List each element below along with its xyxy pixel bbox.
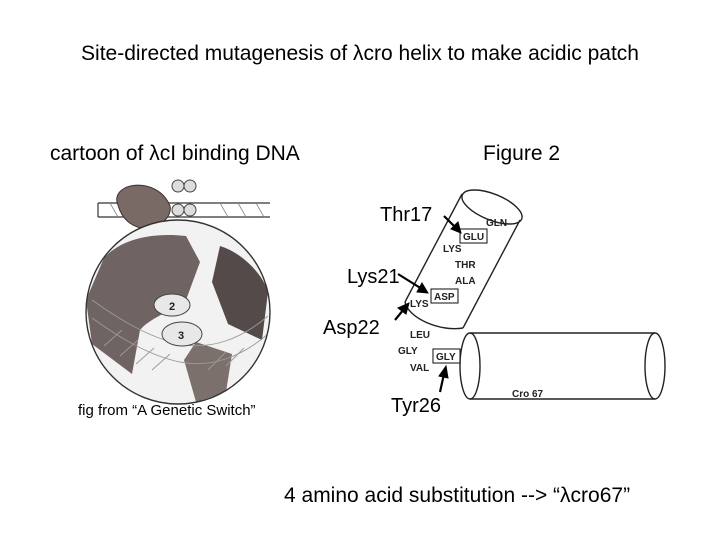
left-figure-caption: cartoon of λcI binding DNA — [50, 142, 300, 165]
callout-thr17: Thr17 — [380, 204, 433, 226]
second-helix-cylinder — [459, 332, 666, 400]
residue-gln: GLN — [486, 218, 507, 229]
residue-thr: THR — [455, 260, 476, 271]
residue-lys-b: LYS — [410, 299, 429, 310]
residue-val: VAL — [410, 363, 429, 374]
protein-label: Cro 67 — [512, 389, 544, 400]
callout-asp22: Asp22 — [323, 317, 380, 339]
residue-asp-box — [430, 288, 459, 304]
residue-glu-box — [459, 228, 488, 244]
cartoon-repressor-protein — [116, 184, 171, 229]
residue-ala: ALA — [455, 276, 476, 287]
figure-label: Figure 2 — [483, 142, 561, 165]
cartoon-magnified-view: 2 3 — [85, 219, 271, 405]
residue-glu: GLU — [463, 232, 484, 243]
callout-arrows — [394, 215, 462, 393]
slide-title: Site-directed mutagenesis of λcro helix … — [81, 42, 639, 65]
cartoon-helix-2-label: 2 — [169, 301, 175, 313]
residue-gly-b: GLY — [436, 352, 456, 363]
figure-credit: fig from “A Genetic Switch” — [78, 402, 256, 419]
summary-text: 4 amino acid substitution --> “λcro67” — [284, 484, 631, 507]
residue-lys-a: LYS — [443, 244, 462, 255]
residue-asp: ASP — [434, 292, 455, 303]
residue-gly-a: GLY — [398, 346, 418, 357]
cartoon-helix-knobs — [171, 179, 197, 217]
callout-lys21: Lys21 — [347, 266, 400, 288]
residue-leu: LEU — [410, 330, 430, 341]
cartoon-helix-3-label: 3 — [178, 330, 184, 342]
callout-tyr26: Tyr26 — [391, 395, 442, 417]
residue-gly-box — [432, 348, 461, 364]
